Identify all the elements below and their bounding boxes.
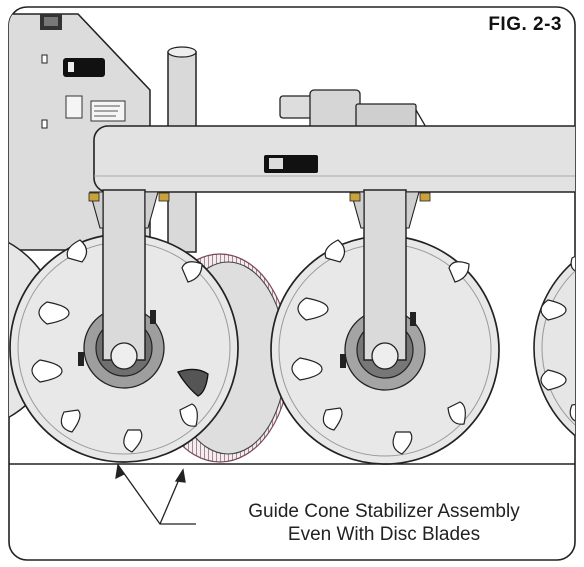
leader-arrows [115,463,196,525]
guide-cone-icon [177,368,209,397]
figure-label: FIG. 2-3 [488,14,562,35]
figure-caption: Guide Cone Stabilizer Assembly Even With… [178,500,584,546]
shank-1 [88,189,170,370]
caption-line-1: Guide Cone Stabilizer Assembly [248,501,520,522]
disc-wheel-right [533,233,575,463]
caption-line-2: Even With Disc Blades [287,524,481,545]
decal-icon [65,95,83,119]
toolbar-beam [93,125,575,193]
shank-2 [349,189,431,370]
